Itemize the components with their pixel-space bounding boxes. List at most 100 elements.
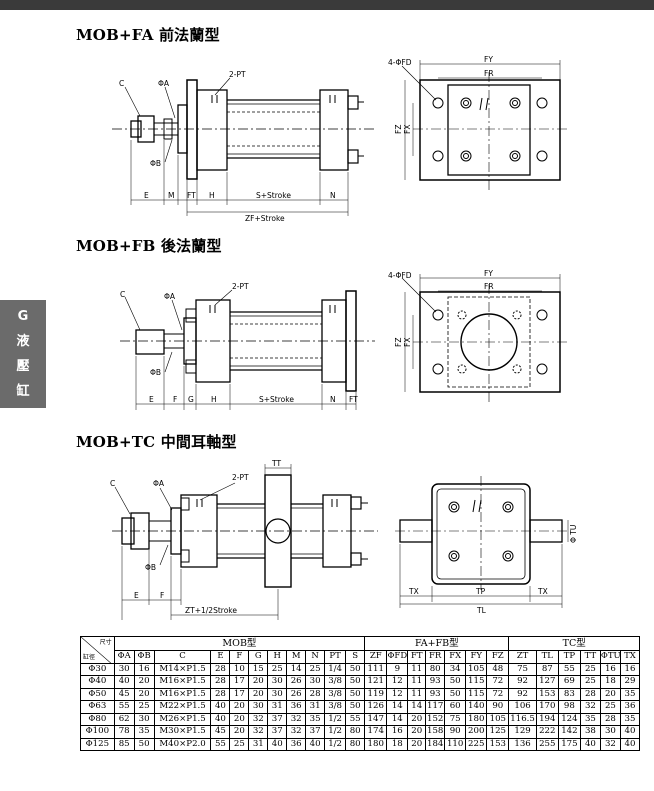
table-cell: 12 (386, 687, 409, 701)
table-cell: M16×P1.5 (153, 675, 212, 689)
fa-side-view (112, 77, 375, 216)
table-cell: 20 (133, 675, 155, 689)
table-cell: 147 (364, 712, 388, 726)
table-cell: 129 (508, 725, 537, 739)
label-phi-b: ΦB (150, 368, 161, 377)
table-cell: 40 (305, 737, 326, 751)
label-pt: 2-PT (229, 70, 246, 79)
table-cell: 20 (229, 725, 250, 739)
table-cell: 3/8 (324, 675, 347, 689)
label-s-stroke: S+Stroke (259, 395, 294, 404)
label-ft: FT (187, 191, 196, 200)
table-cell: 40 (579, 737, 601, 751)
table-cell: 1/2 (324, 712, 347, 726)
table-cell: M40×P2.0 (153, 737, 212, 751)
table-cell: 31 (248, 737, 269, 751)
table-cell: 50 (444, 687, 467, 701)
label-e: E (144, 191, 149, 200)
table-cell: 124 (557, 712, 581, 726)
table-cell: 92 (508, 675, 537, 689)
table-cell: 18 (386, 737, 409, 751)
label-phi-a: ΦA (153, 479, 165, 488)
section-title-tc: MOB+TC 中間耳軸型 (76, 433, 237, 451)
table-cell: 40 (113, 675, 135, 689)
table-cell: 35 (133, 725, 155, 739)
label-c: C (110, 479, 115, 488)
table-cell: 31 (305, 700, 326, 714)
column-header: M (286, 650, 307, 664)
table-cell: 80 (425, 662, 446, 676)
table-cell: 153 (486, 737, 510, 751)
table-cell: 158 (425, 725, 446, 739)
label-phi-a: ΦA (164, 292, 176, 301)
table-cell: 25 (599, 700, 621, 714)
table-cell: 10 (229, 662, 250, 676)
table-cell: 35 (619, 712, 641, 726)
side-tab: G 液 壓 缸 (0, 300, 46, 408)
table-cell: 16 (599, 662, 621, 676)
label-s-stroke: S+Stroke (256, 191, 291, 200)
table-cell: 40 (619, 725, 641, 739)
column-header: ΦA (113, 650, 135, 664)
table-cell: 30 (599, 725, 621, 739)
label-tl: TL (476, 606, 487, 615)
table-cell: 200 (465, 725, 488, 739)
table-cell: 29 (619, 675, 641, 689)
label-phi-tu: Φ TU (569, 525, 578, 543)
table-cell: 14 (386, 712, 409, 726)
table-cell: 28 (210, 662, 231, 676)
table-cell: 50 (133, 737, 155, 751)
label-tp: TP (475, 587, 486, 596)
table-cell: 1/2 (324, 725, 347, 739)
column-header: TT (579, 650, 601, 664)
table-cell: 152 (425, 712, 446, 726)
table-cell: 55 (113, 700, 135, 714)
technical-drawings: C ΦA 2-PT ΦB E M FT H S+Stroke N ZF+Stro… (110, 55, 578, 620)
table-cell: 50 (444, 675, 467, 689)
label-ft: FT (349, 395, 358, 404)
table-cell: 110 (444, 737, 467, 751)
table-cell: 184 (425, 737, 446, 751)
tc-side-view (112, 464, 378, 620)
table-cell: 25 (305, 662, 326, 676)
tc-labels: C ΦA 2-PT TT ΦB E F ZT+1/2Stroke Φ TU TX… (110, 459, 578, 615)
group-header-fa-fb: FA+FB型 (364, 636, 510, 651)
label-fy: FY (484, 55, 493, 64)
column-header: H (267, 650, 288, 664)
table-cell: 34 (444, 662, 467, 676)
column-header: ZT (508, 650, 537, 664)
table-cell: 32 (579, 700, 601, 714)
fa-end-view (401, 60, 570, 190)
table-cell: M30×P1.5 (153, 725, 212, 739)
table-cell: 20 (407, 712, 427, 726)
label-fd: 4-ΦFD (388, 271, 412, 280)
table-cell: 45 (113, 687, 135, 701)
table-cell: 25 (579, 662, 601, 676)
label-h: H (209, 191, 215, 200)
table-cell: 36 (286, 700, 307, 714)
column-header: TP (557, 650, 581, 664)
table-cell: 30 (113, 662, 135, 676)
table-cell: 93 (425, 675, 446, 689)
table-cell: 48 (486, 662, 510, 676)
table-cell: 83 (557, 687, 581, 701)
table-cell: 25 (267, 662, 288, 676)
table-cell: 26 (286, 675, 307, 689)
column-header: FX (444, 650, 467, 664)
table-cell: 136 (508, 737, 537, 751)
label-zt: ZT+1/2Stroke (185, 606, 237, 615)
label-pt: 2-PT (232, 473, 249, 482)
table-cell: 125 (486, 725, 510, 739)
label-m: M (168, 191, 174, 200)
table-cell: 90 (444, 725, 467, 739)
table-cell: 170 (535, 700, 559, 714)
label-tx: TX (408, 587, 419, 596)
table-cell: 142 (557, 725, 581, 739)
label-fx: FX (403, 125, 412, 134)
bore-size-cell: Φ125 (80, 737, 115, 751)
table-cell: 40 (619, 737, 641, 751)
column-header: G (248, 650, 269, 664)
table-cell: 1/4 (324, 662, 347, 676)
